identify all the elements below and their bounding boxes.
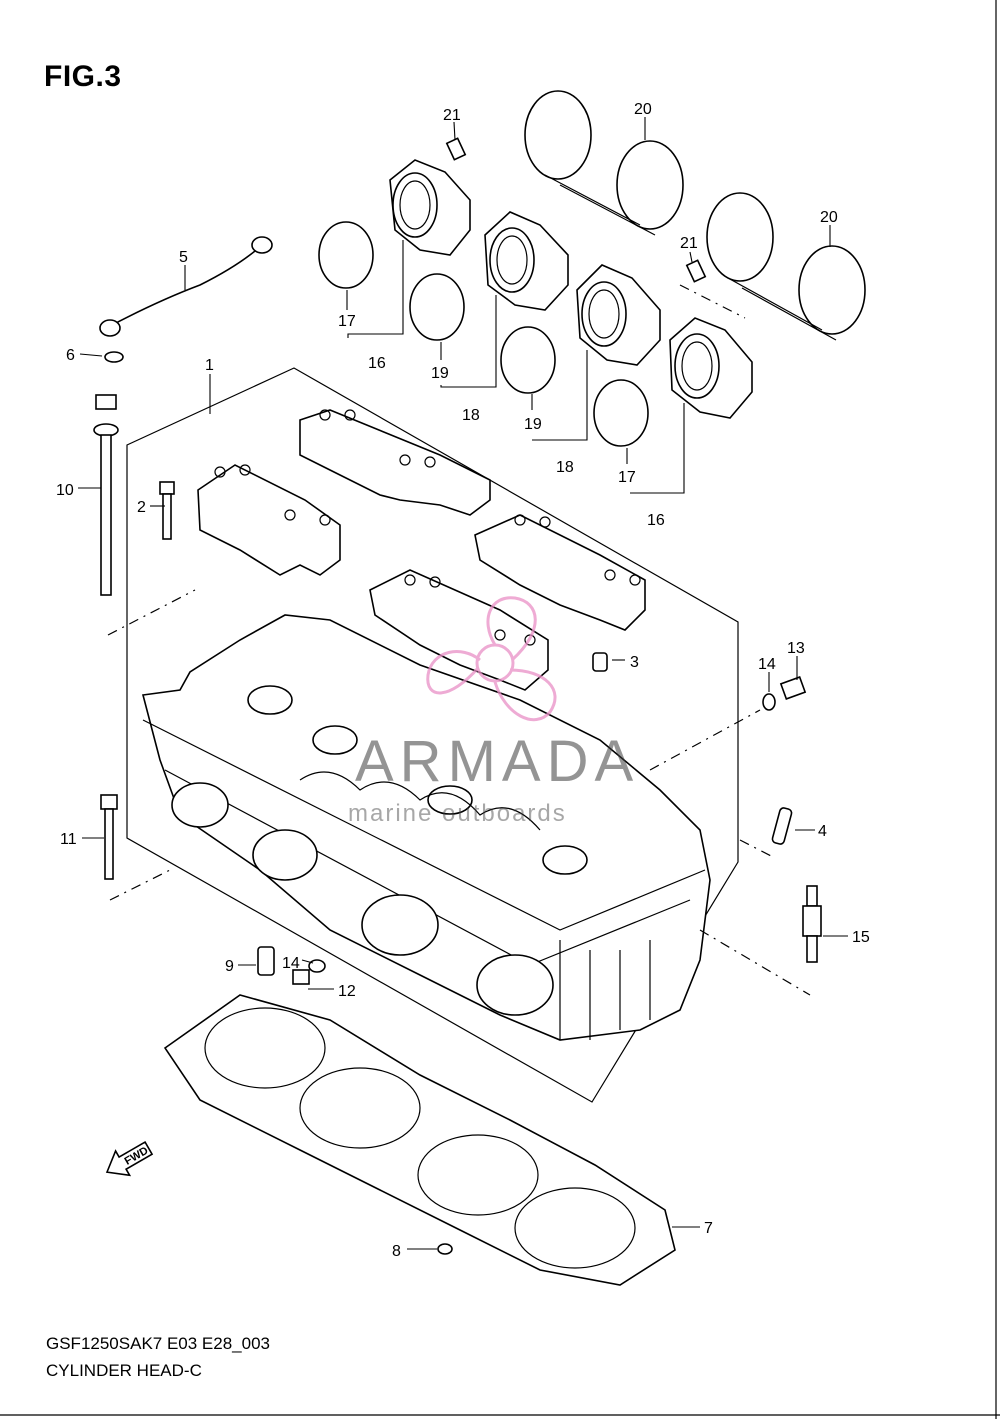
screw-21-upper [445,137,467,161]
dowel-pin-3 [592,652,608,672]
dash-screw-21 [679,284,746,319]
callout-19: 19 [524,416,542,433]
cylinder-head [141,614,711,1041]
watermark-name: ARMADA [355,729,640,794]
screw-21-lower [685,259,707,283]
callout-7: 7 [704,1220,713,1237]
clamp-pair-left [524,90,684,236]
head-gasket-7 [163,994,676,1286]
callout-21: 21 [443,107,461,124]
callout-11: 11 [60,831,77,848]
dash-bolt-13 [649,709,761,771]
dash-bolt-11 [109,869,171,901]
hose-fitting-lower [99,319,121,337]
assembly-outline [126,367,739,1103]
o-ring-17-lower [593,379,649,447]
dowel-ring-8 [437,1243,453,1255]
callout-20: 20 [820,209,838,226]
washer-6 [104,351,124,363]
camshaft-cap-left [197,464,341,576]
o-ring-19-lower [500,326,556,394]
camshaft-cap-right [474,514,646,631]
camshaft-cap-top [299,409,491,516]
washer-14-upper [762,693,776,711]
dash-bolt-10 [107,589,196,636]
callout-5: 5 [179,249,188,266]
callout-6: 6 [66,347,75,364]
callout-18: 18 [556,459,574,476]
callout-12: 12 [338,983,356,1000]
callout-14: 14 [758,656,776,673]
callout-21: 21 [680,235,698,252]
o-ring-19-upper [409,273,465,341]
intake-pipe-4 [669,317,753,419]
spark-plug-15 [802,885,822,963]
callout-20: 20 [634,101,652,118]
o-ring-17-upper [318,221,374,289]
callout-17: 17 [338,313,356,330]
callout-3: 3 [630,654,639,671]
camshaft-cap-center [369,569,549,691]
watermark-subtitle: marine outboards [348,800,567,827]
dash-plug-15 [699,929,811,996]
oil-hose [111,244,263,326]
pin-4 [771,807,793,845]
bolt-12 [292,969,310,985]
bolt-10 [93,394,119,596]
callout-14: 14 [282,955,300,972]
callout-labels: 21 20 20 21 5 17 16 6 19 18 1 19 18 17 16 10 2 3 14 13 4 11 15… [56,101,870,1260]
callout-18: 18 [462,407,480,424]
clamp-pair-right [706,192,866,341]
callout-19: 19 [431,365,449,382]
dash-pin-4 [739,839,776,859]
bolt-2 [159,481,175,540]
fwd-arrow-icon: FWD [105,1140,154,1177]
callout-8: 8 [392,1243,401,1260]
callout-10: 10 [56,482,74,499]
dowel-9 [257,946,275,976]
hose-fitting-upper [251,236,273,254]
intake-pipe-3 [576,264,661,366]
callout-13: 13 [787,640,805,657]
watermark-logo-icon [426,596,557,722]
callout-17: 17 [618,469,636,486]
callout-9: 9 [225,958,234,975]
intake-pipe-2 [484,211,569,311]
bolt-11 [100,794,118,880]
callout-4: 4 [818,823,827,840]
leader-lines [78,117,848,1250]
callout-1: 1 [205,357,214,374]
callout-16: 16 [647,512,665,529]
bolt-13 [779,676,807,700]
section-name: CYLINDER HEAD-C [46,1361,202,1380]
intake-pipe-1 [389,159,471,256]
callout-2: 2 [137,499,146,516]
model-code: GSF1250SAK7 E03 E28_003 [46,1334,270,1353]
fwd-label: FWD [123,1145,151,1168]
callout-16: 16 [368,355,386,372]
callout-15: 15 [852,929,870,946]
figure-title: FIG.3 [44,60,122,93]
washer-14-lower [308,959,326,973]
